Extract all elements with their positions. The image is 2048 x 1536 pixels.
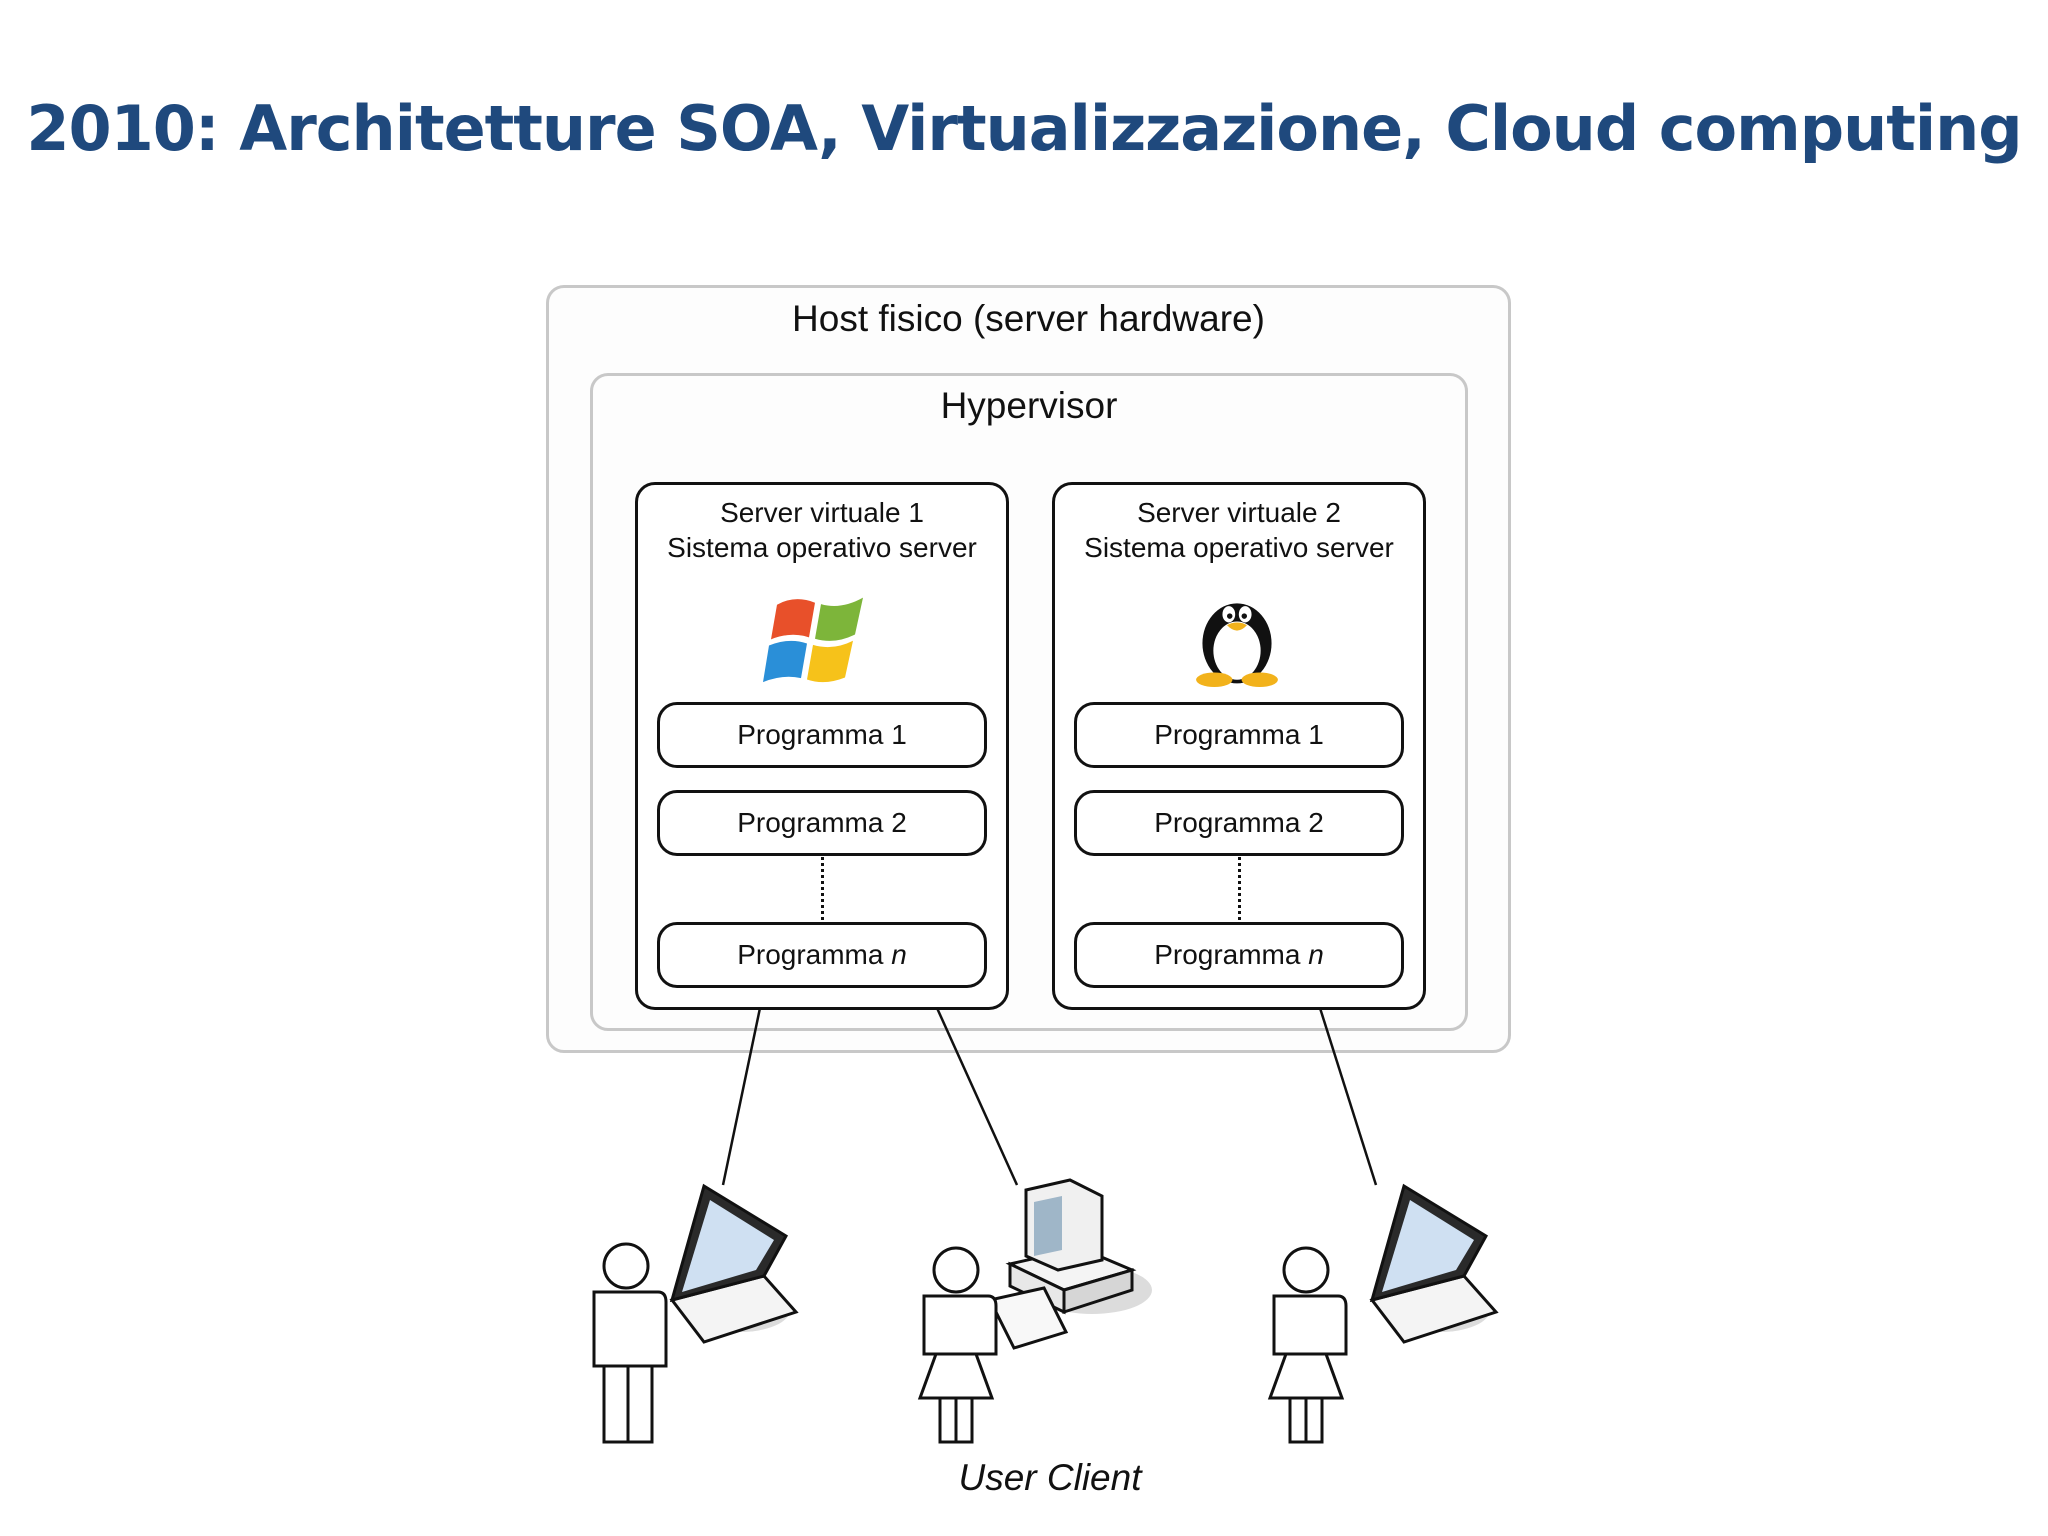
laptop-icon [669, 1183, 799, 1344]
program-box: Programma n [657, 922, 987, 988]
connection-line [1318, 1007, 1378, 1186]
program-n-label: Programma [1154, 939, 1301, 970]
male-user-icon [592, 1242, 668, 1444]
windows-logo-icon [763, 597, 863, 683]
virtual-server-1: Server virtuale 1 Sistema operativo serv… [635, 482, 1009, 1010]
program-box: Programma 2 [1074, 790, 1404, 856]
program-box: Programma 1 [1074, 702, 1404, 768]
connection-line [935, 1007, 1019, 1186]
female-user-icon [1267, 1246, 1348, 1444]
program-box: Programma n [1074, 922, 1404, 988]
program-n-label: Programma [737, 939, 884, 970]
virtual-server-1-title: Server virtuale 1 [720, 497, 924, 528]
desktop-computer-icon [987, 1178, 1152, 1350]
virtual-server-2-title: Server virtuale 2 [1137, 497, 1341, 528]
virtual-server-2: Server virtuale 2 Sistema operativo serv… [1052, 482, 1426, 1010]
connection-line [721, 1007, 762, 1186]
user-client-label: User Client [958, 1457, 1142, 1498]
virtual-server-1-os: Sistema operativo server [667, 532, 977, 563]
ellipsis-connector [821, 857, 824, 920]
female-user-icon [917, 1246, 998, 1444]
virtual-server-2-os: Sistema operativo server [1084, 532, 1394, 563]
virtual-server-1-heading: Server virtuale 1 Sistema operativo serv… [638, 495, 1006, 565]
host-label: Host fisico (server hardware) [792, 298, 1265, 339]
program-box: Programma 1 [657, 702, 987, 768]
ellipsis-connector [1238, 857, 1241, 920]
program-n-suffix: n [891, 939, 907, 970]
linux-tux-icon [1196, 603, 1278, 687]
slide-title: 2010: Architetture SOA, Virtualizzazione… [26, 92, 2022, 165]
program-box: Programma 2 [657, 790, 987, 856]
program-n-suffix: n [1308, 939, 1324, 970]
laptop-icon [1369, 1183, 1499, 1344]
virtual-server-2-heading: Server virtuale 2 Sistema operativo serv… [1055, 495, 1423, 565]
hypervisor-label: Hypervisor [940, 385, 1118, 426]
